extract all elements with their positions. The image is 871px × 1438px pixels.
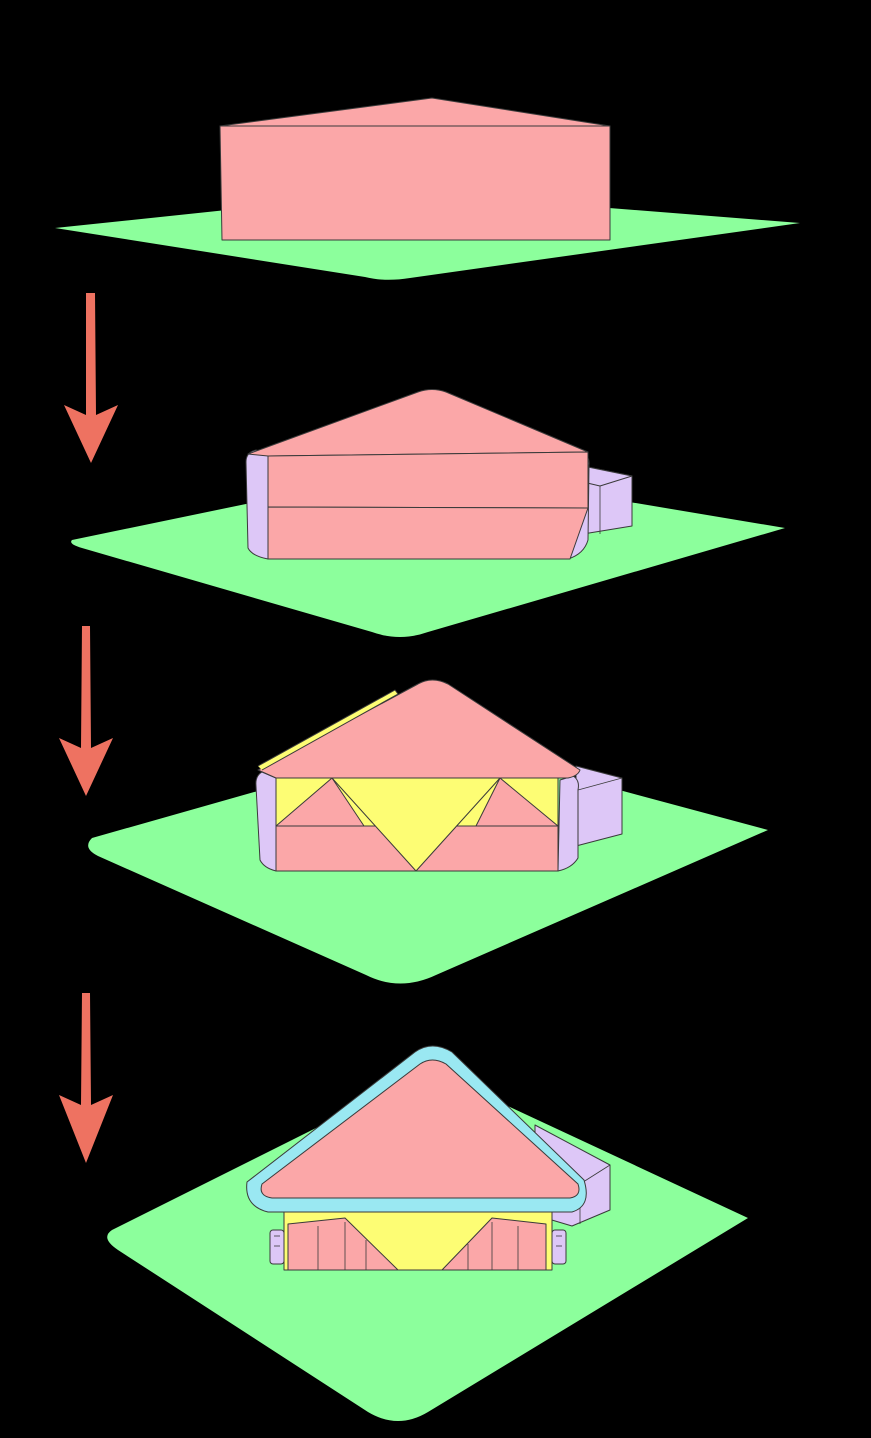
annex-box	[582, 465, 633, 535]
roof-canopy	[246, 1045, 587, 1213]
stage-2-split-volume	[71, 389, 786, 637]
base-mass	[219, 97, 611, 241]
annex-box	[575, 765, 623, 847]
stage-1-basic-massing	[55, 97, 800, 280]
base-mass	[257, 679, 581, 872]
stage-3-glazed-cutouts	[88, 679, 768, 984]
stage-4-roof-canopy	[107, 1045, 748, 1421]
base-mass	[247, 389, 589, 560]
glazing-triangles	[283, 1209, 553, 1271]
transition-arrow-1	[64, 293, 118, 463]
transition-arrow-2	[59, 626, 113, 796]
glazing-triangles	[257, 689, 559, 872]
side-volumes	[255, 771, 579, 872]
columns	[269, 1229, 567, 1265]
transition-arrow-3	[59, 993, 113, 1163]
